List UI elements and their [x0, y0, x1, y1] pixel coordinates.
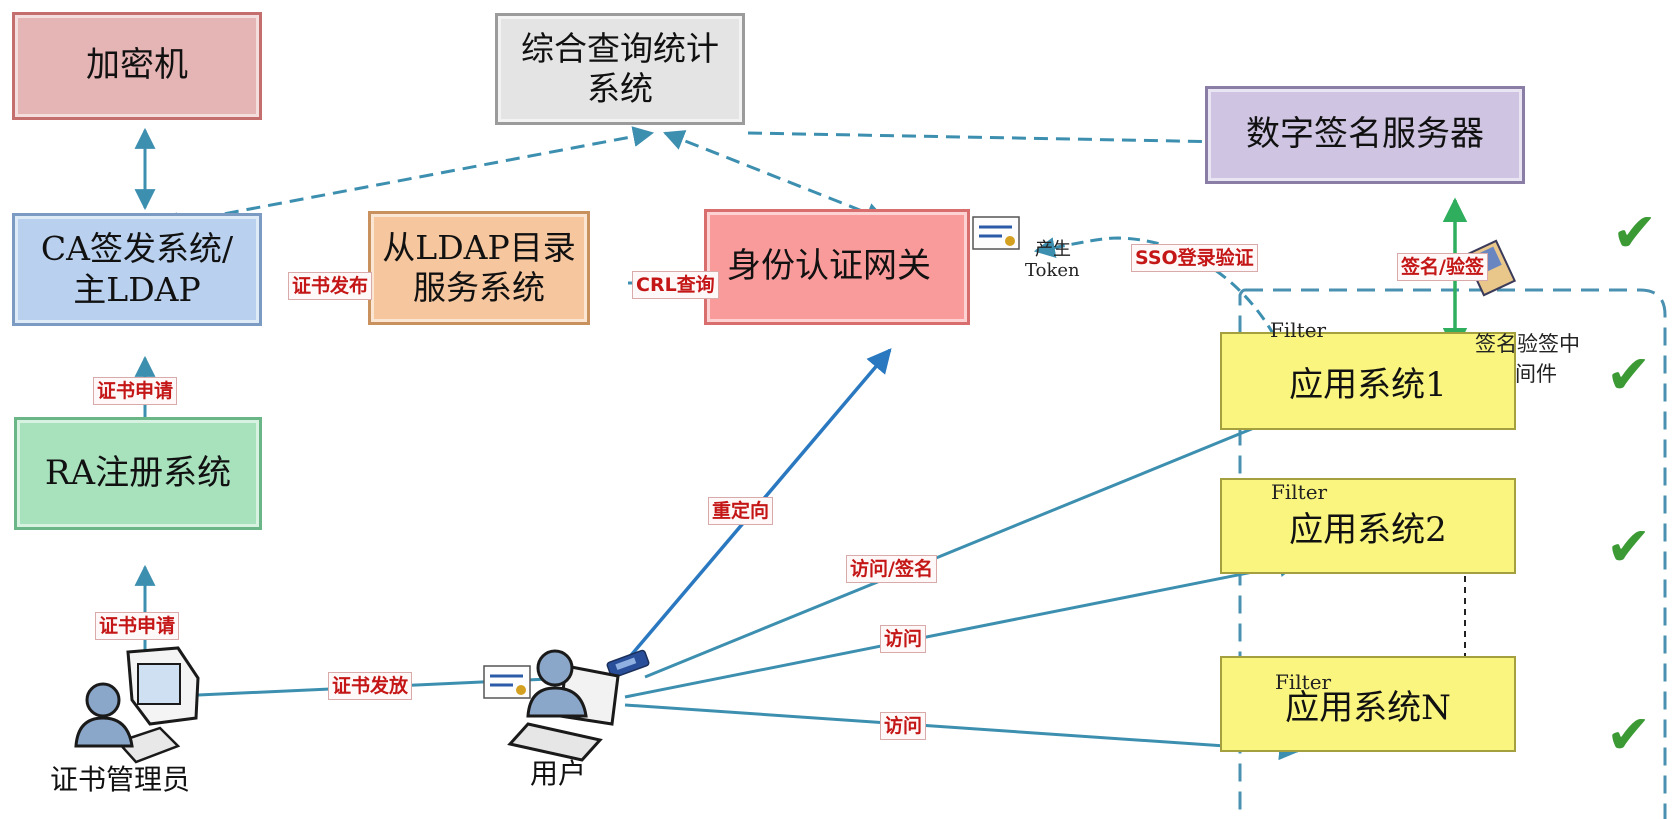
token-certificate-icon — [972, 216, 1020, 250]
app-system-n-node: 应用系统N — [1220, 656, 1516, 752]
encryptor-label: 加密机 — [86, 45, 188, 86]
edge-label-cert-apply-ca: 证书申请 — [93, 377, 178, 405]
auth-gateway-label: 身份认证网关 — [727, 246, 931, 287]
admin-figure-icon — [74, 646, 200, 764]
encryptor-node: 加密机 — [12, 12, 262, 120]
edge-label-sign-verify: 签名/验签 — [1397, 253, 1488, 281]
user-label: 用户 — [530, 757, 587, 790]
edge-query-gateway — [663, 130, 887, 223]
note-filter-n: Filter — [1275, 670, 1332, 694]
note-produce-token-line2: Token — [1025, 260, 1080, 281]
check-mark-icon: ✔ — [1612, 201, 1658, 264]
edge-label-cert-apply-ra: 证书申请 — [95, 612, 180, 640]
query-stats-label: 综合查询统计系统 — [521, 28, 719, 108]
query-stats-node: 综合查询统计系统 — [495, 13, 745, 125]
auth-gateway-node: 身份认证网关 — [704, 209, 970, 325]
app-system-1-label: 应用系统1 — [1289, 364, 1447, 405]
edge-label-redirect: 重定向 — [708, 497, 774, 525]
edge-query-signserver — [747, 131, 1286, 154]
edge-label-crl-query: CRL查询 — [632, 271, 719, 299]
user-figure-icon — [507, 649, 620, 762]
note-filter-2: Filter — [1271, 480, 1328, 504]
ldap-directory-node: 从LDAP目录服务系统 — [368, 211, 590, 325]
edge-label-sso-verify: SSO登录验证 — [1131, 244, 1258, 272]
usb-key-icon — [606, 649, 650, 679]
edge-user-app2 — [624, 556, 1301, 699]
edge-user-gateway — [586, 348, 892, 708]
edge-label-cert-publish: 证书发布 — [288, 272, 373, 300]
app-system-n-label: 应用系统N — [1285, 687, 1451, 728]
edge-label-access-app2: 访问 — [880, 625, 927, 653]
digital-signature-server-label: 数字签名服务器 — [1246, 114, 1484, 155]
edge-user-appn — [624, 703, 1301, 761]
note-middleware-line1: 签名验签中 — [1475, 332, 1580, 356]
digital-signature-server-node: 数字签名服务器 — [1205, 86, 1525, 184]
edge-ca-query — [157, 126, 655, 233]
check-mark-icon: ✔ — [1606, 703, 1652, 766]
app-system-2-node: 应用系统2 — [1220, 478, 1516, 574]
ca-system-node: CA签发系统/主LDAP — [12, 213, 262, 326]
admin-label: 证书管理员 — [50, 763, 191, 796]
ca-system-label: CA签发系统/主LDAP — [40, 229, 234, 309]
check-mark-icon: ✔ — [1606, 343, 1652, 406]
edge-label-cert-issue: 证书发放 — [328, 672, 413, 700]
note-produce-token-line1: 产生 — [1035, 239, 1071, 260]
check-mark-icon: ✔ — [1606, 515, 1652, 578]
app-system-2-label: 应用系统2 — [1289, 509, 1447, 550]
note-middleware-line2: 间件 — [1515, 362, 1557, 386]
edge-label-access-sign: 访问/签名 — [846, 555, 937, 583]
app-system-1-node: 应用系统1 — [1220, 332, 1516, 430]
ldap-directory-label: 从LDAP目录服务系统 — [382, 227, 576, 307]
user-certificate-icon — [483, 665, 531, 699]
edge-user-app1 — [644, 407, 1300, 679]
ra-system-label: RA注册系统 — [44, 452, 232, 493]
ra-system-node: RA注册系统 — [14, 417, 262, 530]
note-filter-1: Filter — [1270, 318, 1327, 342]
edge-label-access-appn: 访问 — [880, 712, 927, 740]
